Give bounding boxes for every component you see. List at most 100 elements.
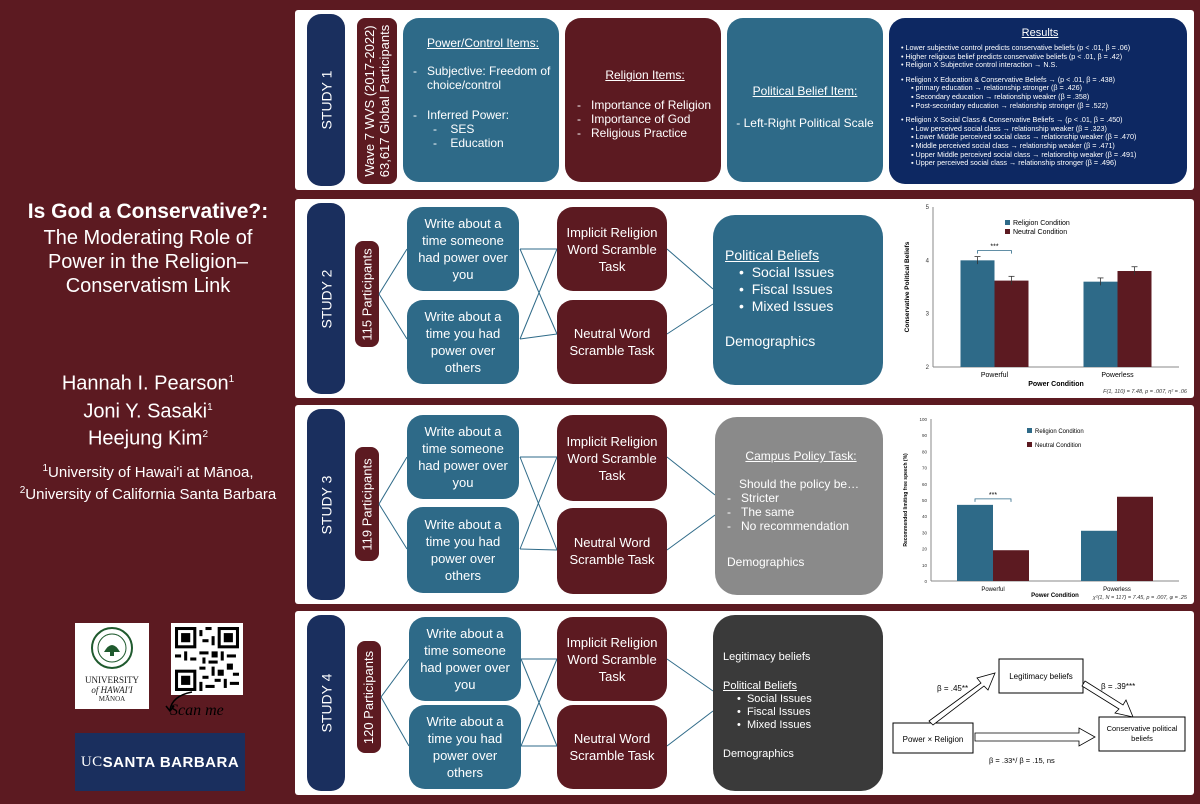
mediation-diagram: Power × Religion Legitimacy beliefs Cons… — [892, 658, 1186, 765]
author-1: Hannah I. Pearson1 — [61, 372, 235, 395]
study4-outcome-demo: Demographics — [723, 748, 794, 760]
study4-task2: Neutral Word Scramble Task — [557, 705, 667, 789]
title-sub-2: Power in the Religion– — [47, 251, 249, 273]
results-line: ▪ Secondary education → relationship wea… — [911, 91, 1090, 101]
y-axis-label: Recommended limiting free speech (%) — [903, 453, 909, 547]
stat-note: F(1, 110) = 7.48, p = .007, η² = .06 — [1103, 389, 1188, 395]
study3-write2: Write about a time you had power over ot… — [407, 507, 519, 593]
study2-tab: STUDY 2 — [307, 203, 345, 394]
affiliation-2: 2University of California Santa Barbara — [19, 485, 277, 503]
legend-swatch — [1027, 442, 1032, 447]
results-line: ▪ Lower Middle perceived social class → … — [911, 132, 1137, 142]
title-sub-3: Conservatism Link — [65, 275, 231, 297]
y-tick-label: 70 — [922, 466, 928, 471]
study1-power-sub-1: - SES — [433, 122, 475, 136]
x-tick-label: Powerless — [1101, 372, 1134, 379]
study4-outcome-legit: Legitimacy beliefs — [723, 651, 811, 663]
results-line: ▪ Upper perceived social class → relatio… — [911, 158, 1117, 168]
study2-task2: Neutral Word Scramble Task — [557, 300, 667, 384]
affiliations: 1University of Hawai'i at Mānoa, 2Univer… — [0, 460, 296, 504]
study2-n: 115 Participants — [355, 241, 379, 347]
study1-results-box: Results • Lower subjective control predi… — [889, 18, 1187, 184]
x-tick-label: Powerful — [981, 372, 1009, 379]
study4-write1: Write about a time someone had power ove… — [409, 617, 521, 701]
bar — [1083, 281, 1118, 367]
bar — [1117, 271, 1152, 367]
uh-text-1: UNIVERSITY — [85, 675, 139, 685]
results-line: • Religion X Education & Conservative Be… — [901, 74, 1116, 84]
uh-text-3: MĀNOA — [98, 695, 126, 703]
title-sub-1: The Moderating Role of — [43, 227, 253, 249]
results-line: • Religion X Subjective control interact… — [901, 60, 1058, 70]
authors: Hannah I. Pearson1 Joni Y. Sasaki1 Heeju… — [0, 368, 296, 451]
study1-power-sub-2: - Education — [433, 136, 504, 150]
study2-panel: STUDY 2 115 Participants Write about a t… — [295, 199, 1194, 398]
med-box-a — [892, 722, 974, 754]
results-line: ▪ Low perceived social class → relations… — [911, 123, 1107, 133]
y-tick-label: 40 — [922, 514, 928, 519]
study1-power-item-1: - Subjective: Freedom of choice/control — [413, 64, 551, 92]
x-axis-label: Power Condition — [1028, 381, 1084, 388]
legend-label: Neutral Condition — [1013, 229, 1067, 236]
qr-code-icon — [175, 627, 239, 691]
study1-religion-title: Religion Items: — [605, 68, 685, 82]
ucsb-uc: UC — [80, 753, 103, 770]
legend-label: Neutral Condition — [1035, 443, 1081, 449]
med-label-y2: beliefs — [1131, 734, 1153, 743]
study4-connectors — [380, 658, 714, 747]
study4-outcome-item-3: • Mixed Issues — [737, 719, 812, 731]
study1-results-list: • Lower subjective control predicts cons… — [901, 43, 1179, 168]
legend-swatch — [1027, 428, 1032, 433]
x-tick-label: Powerless — [1103, 587, 1131, 593]
study1-power-title: Power/Control Items: — [426, 36, 540, 50]
bar — [994, 280, 1029, 367]
study3-panel: STUDY 3 119 Participants Write about a t… — [295, 405, 1194, 604]
med-label-a: Power × Religion — [903, 735, 964, 744]
x-axis-label: Power Condition — [1031, 593, 1079, 599]
bar — [960, 260, 995, 367]
y-tick-label: 5 — [926, 205, 930, 211]
y-tick-label: 60 — [922, 482, 928, 487]
study3-task2: Neutral Word Scramble Task — [557, 508, 667, 594]
x-tick-label: Powerful — [981, 587, 1004, 593]
affiliation-1: 1University of Hawai'i at Mānoa, — [42, 463, 254, 481]
med-arrow-c — [974, 727, 1096, 747]
uh-text-2: of HAWAI'I — [91, 685, 133, 695]
study3-task1: Implicit Religion Word Scramble Task — [557, 415, 667, 501]
study3-outcome-demo: Demographics — [727, 555, 805, 569]
arrow-icon — [165, 691, 193, 713]
study4-n: 120 Participants — [357, 641, 381, 753]
sig-bracket — [974, 498, 1012, 502]
y-tick-label: 20 — [922, 547, 928, 552]
study1-political-box: Political Belief Item: - Left-Right Poli… — [727, 18, 883, 182]
study1-panel: STUDY 1 Wave 7 WVS (2017-2022)63,617 Glo… — [295, 10, 1194, 190]
study4-write2: Write about a time you had power over ot… — [409, 705, 521, 789]
med-box-y — [1098, 716, 1186, 752]
study2-outcome-item-3: • Mixed Issues — [739, 298, 834, 314]
title-main: Is God a Conservative?: — [27, 200, 269, 223]
results-line: • Lower subjective control predicts cons… — [901, 43, 1131, 52]
study1-religion-item-2: - Importance of God — [577, 112, 691, 126]
legend-label: Religion Condition — [1035, 429, 1084, 435]
study4-outcome-item-1: • Social Issues — [737, 693, 812, 705]
study1-results-title: Results — [1021, 27, 1059, 39]
med-arrow-b — [1081, 680, 1134, 718]
results-line: ▪ primary education → relationship stron… — [911, 83, 1083, 93]
study3-n: 119 Participants — [355, 447, 379, 561]
ucsb-logo: UC SANTA BARBARA — [75, 733, 245, 791]
study3-outcomes: Campus Policy Task: Should the policy be… — [715, 417, 883, 595]
study2-connectors — [378, 248, 714, 340]
bar — [1117, 496, 1153, 581]
study1-power-item-2: - Inferred Power: — [413, 108, 510, 122]
study2-outcome-title: Political Beliefs — [725, 247, 820, 263]
uh-seal-icon — [91, 627, 133, 669]
y-tick-label: 2 — [926, 365, 930, 371]
study4-panel: STUDY 4 120 Participants Write about a t… — [295, 611, 1194, 795]
med-b-path: β = .39*** — [1101, 682, 1135, 691]
study1-religion-item-3: - Religious Practice — [577, 126, 688, 140]
study2-outcome-item-1: • Social Issues — [739, 264, 835, 280]
y-tick-label: 100 — [919, 417, 927, 422]
qr-code[interactable] — [171, 623, 243, 695]
study3-write1: Write about a time someone had power ove… — [407, 415, 519, 499]
study4-outcome-item-2: • Fiscal Issues — [737, 706, 811, 718]
